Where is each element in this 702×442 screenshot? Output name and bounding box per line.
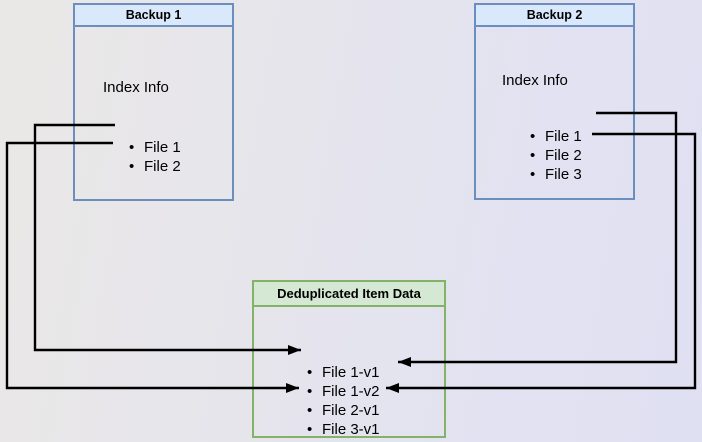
file-list: File 1File 2File 3 [476, 127, 582, 184]
node-backup-1: Backup 1 Index Info File 1File 2 [73, 3, 234, 201]
file-list-item: File 3-v1 [307, 420, 379, 439]
file-list-item: File 2-v1 [307, 401, 379, 420]
node-backup-2-header: Backup 2 [476, 5, 633, 27]
file-list-item: File 2 [530, 146, 582, 165]
node-backup-2: Backup 2 Index Info File 1File 2File 3 [474, 3, 635, 200]
file-list-item: File 3 [530, 165, 582, 184]
file-list: File 1File 2 [75, 138, 181, 176]
node-title: Deduplicated Item Data [277, 286, 421, 301]
index-info-label: Index Info [103, 79, 169, 96]
file-list: File 1-v1File 1-v2File 2-v1File 3-v1 [254, 363, 379, 439]
node-backup-1-header: Backup 1 [75, 5, 232, 27]
node-dedup-header: Deduplicated Item Data [254, 282, 444, 307]
node-deduplicated-item-data: Deduplicated Item Data File 1-v1File 1-v… [252, 280, 446, 439]
file-list-item: File 1-v2 [307, 382, 379, 401]
file-list-item: File 1 [129, 138, 181, 157]
file-list-item: File 1 [530, 127, 582, 146]
file-list-item: File 1-v1 [307, 363, 379, 382]
node-title: Backup 2 [526, 8, 583, 22]
index-info-label: Index Info [502, 72, 568, 89]
node-title: Backup 1 [125, 8, 182, 22]
file-list-item: File 2 [129, 157, 181, 176]
